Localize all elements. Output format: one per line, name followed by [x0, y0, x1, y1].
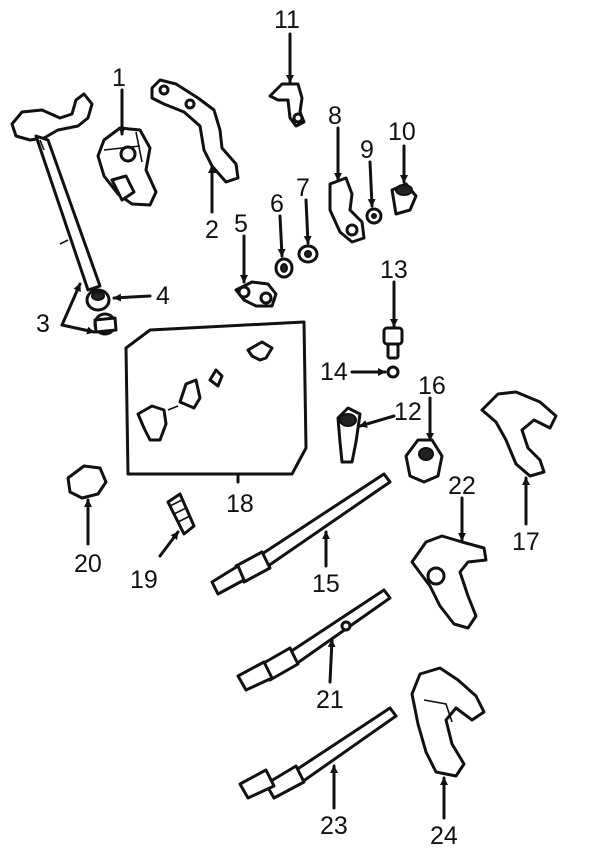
leader-21	[327, 638, 336, 684]
part-7-nut	[297, 244, 319, 264]
part-14-ball	[386, 365, 400, 379]
part-8-plate	[328, 176, 366, 244]
part-18-kit	[124, 320, 308, 476]
leader-6	[277, 214, 286, 258]
callout-9: 9	[360, 136, 374, 164]
callout-3: 3	[36, 310, 50, 338]
callout-2: 2	[205, 216, 219, 244]
part-15-rail	[210, 472, 392, 596]
part-12-sensor	[336, 406, 362, 464]
part-20-clip	[66, 464, 108, 500]
callout-6: 6	[270, 190, 284, 218]
leader-3a	[60, 282, 82, 327]
callout-15: 15	[312, 570, 340, 598]
callout-10: 10	[388, 118, 416, 146]
leader-7	[303, 198, 312, 245]
callout-19: 19	[130, 566, 158, 594]
part-9-clip	[365, 207, 383, 225]
part-23-rail	[238, 706, 398, 800]
part-2-arm	[150, 78, 240, 184]
part-6-washer	[274, 257, 294, 279]
callout-24: 24	[430, 822, 458, 850]
part-19-spring	[166, 492, 196, 536]
part-22-fork	[410, 534, 488, 630]
callout-16: 16	[418, 372, 446, 400]
leader-4	[112, 293, 152, 302]
part-5-bracket	[234, 280, 278, 308]
part-10-bushing	[390, 182, 418, 216]
part-21-rail	[236, 588, 392, 692]
part-13-plunger	[382, 326, 404, 360]
callout-17: 17	[512, 528, 540, 556]
part-24-fork	[410, 666, 486, 778]
leader-9	[367, 160, 376, 208]
callout-4: 4	[156, 282, 170, 310]
callout-23: 23	[320, 812, 348, 840]
part-1-bracket	[96, 126, 158, 207]
part-3-lever	[10, 92, 118, 336]
part-11-lever	[268, 82, 306, 128]
callout-5: 5	[234, 210, 248, 238]
part-17-fork	[480, 390, 558, 478]
leader-12	[358, 414, 396, 428]
leader-19	[158, 530, 180, 558]
callout-20: 20	[74, 550, 102, 578]
callout-21: 21	[316, 686, 344, 714]
part-16-bushing	[404, 438, 444, 484]
callout-18: 18	[226, 490, 254, 518]
callout-12: 12	[394, 398, 422, 426]
callout-1: 1	[112, 64, 126, 92]
callout-22: 22	[448, 472, 476, 500]
callout-11: 11	[274, 6, 300, 34]
callout-14: 14	[320, 358, 348, 386]
callout-7: 7	[296, 174, 310, 202]
callout-8: 8	[328, 102, 342, 130]
leader-3b	[60, 323, 96, 335]
callout-13: 13	[380, 256, 408, 284]
part-4-bushing	[85, 288, 111, 312]
